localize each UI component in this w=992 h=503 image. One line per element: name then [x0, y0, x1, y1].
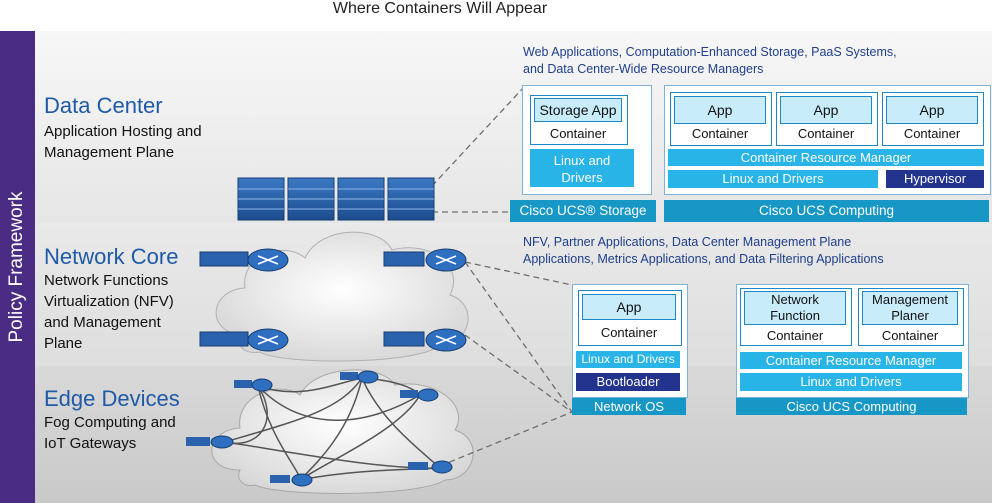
subtitle-line: Management Plane [44, 144, 175, 161]
subtitle-line: Virtualization (NFV) [44, 293, 174, 310]
policy-framework-sidebar: Policy Framework [0, 31, 35, 503]
nc-linux-drivers: Linux and Drivers [740, 373, 962, 391]
compute-container-label-1: Container [691, 126, 749, 141]
management-planer-label: Management Planer [862, 291, 958, 325]
edge-cloud [211, 369, 474, 494]
linux-line: Linux and [553, 153, 611, 168]
network-function-container: Container [766, 328, 824, 343]
edge-devices-subtitle: Fog Computing and IoT Gateways [44, 412, 176, 454]
network-core-caption: NFV, Partner Applications, Data Center M… [523, 234, 884, 268]
compute-hypervisor: Hypervisor [886, 170, 984, 188]
nf-line: Network [771, 292, 819, 307]
subtitle-line: Network Functions [44, 272, 169, 289]
compute-linux-drivers: Linux and Drivers [668, 170, 878, 188]
nf-line: Function [770, 308, 820, 323]
compute-resource-manager: Container Resource Manager [668, 149, 984, 166]
network-core-title: Network Core [44, 244, 179, 269]
caption-line: Applications, Metrics Applications, and … [523, 252, 884, 266]
compute-container-label-2: Container [797, 126, 855, 141]
ucs-computing-footer: Cisco UCS Computing [664, 200, 989, 222]
subtitle-line: Plane [44, 335, 83, 352]
nc-resource-manager: Container Resource Manager [740, 352, 962, 369]
server-rack-icons [237, 177, 435, 221]
linux-line: Drivers [561, 170, 603, 185]
storage-container-label: Container [549, 126, 607, 141]
edge-routers [186, 370, 453, 487]
diagram-title: Where Containers Will Appear [332, 0, 548, 17]
network-os-linux-drivers: Linux and Drivers [576, 351, 680, 368]
caption-line: Web Applications, Computation-Enhanced S… [523, 45, 897, 59]
network-core-routers [199, 248, 467, 352]
caption-line: and Data Center-Wide Resource Managers [523, 62, 764, 76]
mp-line: Management [872, 292, 948, 307]
network-os-bootloader: Bootloader [576, 373, 680, 391]
storage-linux-drivers: Linux and Drivers [530, 149, 634, 187]
storage-app-label: Storage App [534, 98, 622, 122]
subtitle-line: Application Hosting and [44, 123, 202, 140]
management-planer-container: Container [881, 328, 939, 343]
subtitle-line: and Management [44, 314, 161, 331]
edge-devices-title: Edge Devices [44, 386, 180, 411]
ucs-storage-footer: Cisco UCS® Storage [510, 200, 656, 222]
network-function-label: Network Function [744, 291, 846, 325]
caption-line: NFV, Partner Applications, Data Center M… [523, 235, 852, 249]
compute-app-label-2: App [780, 96, 872, 124]
dashed-connectors [431, 85, 573, 467]
network-os-footer: Network OS [572, 398, 686, 415]
compute-app-label-3: App [886, 96, 978, 124]
ucs-computing-2-footer: Cisco UCS Computing [736, 398, 967, 415]
network-os-container-label: Container [600, 325, 658, 340]
compute-app-label-1: App [674, 96, 766, 124]
data-center-subtitle: Application Hosting and Management Plane [44, 121, 202, 163]
data-center-title: Data Center [44, 93, 163, 118]
compute-container-label-3: Container [903, 126, 961, 141]
subtitle-line: Fog Computing and [44, 414, 176, 431]
mp-line: Planer [891, 308, 929, 323]
data-center-caption: Web Applications, Computation-Enhanced S… [523, 44, 897, 78]
network-core-subtitle: Network Functions Virtualization (NFV) a… [44, 270, 174, 354]
network-os-app-label: App [582, 294, 676, 320]
subtitle-line: IoT Gateways [44, 435, 137, 452]
